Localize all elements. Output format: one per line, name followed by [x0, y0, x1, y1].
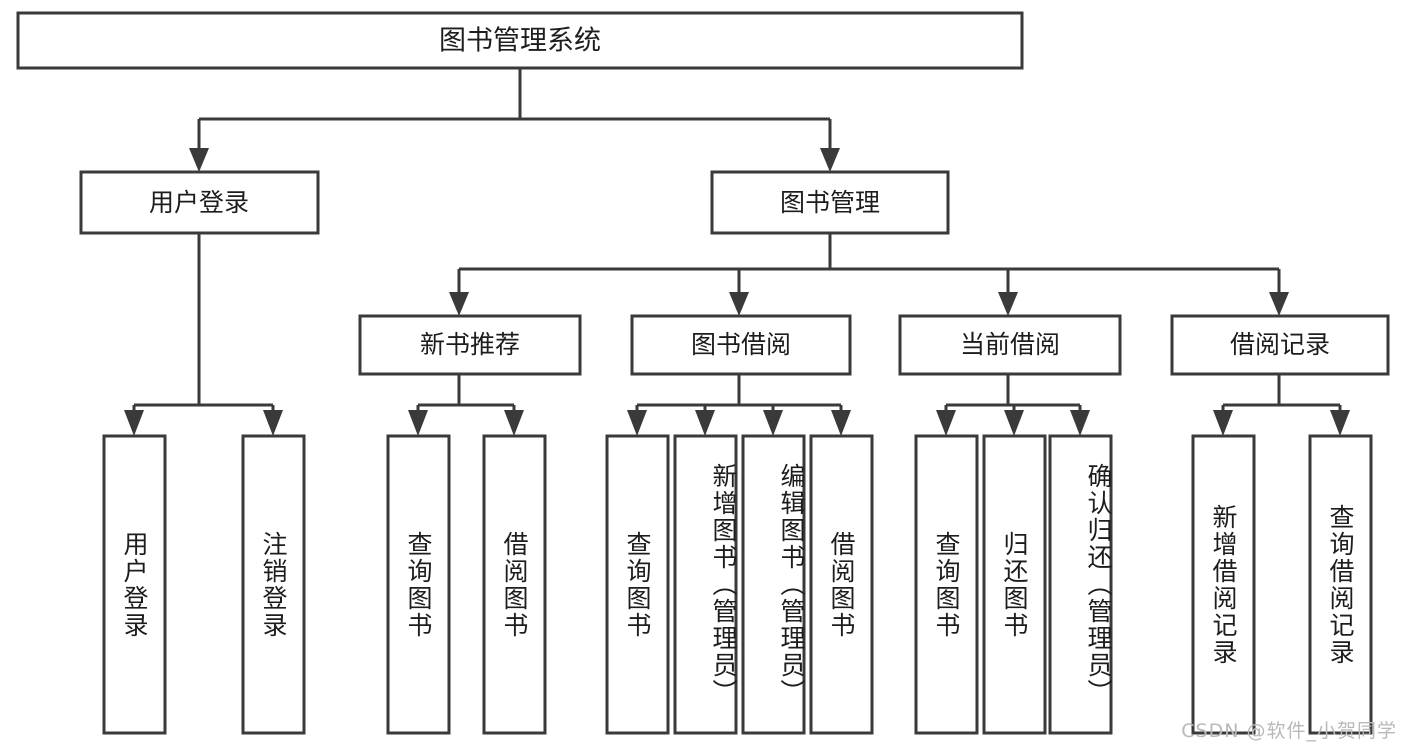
csdn-watermark: CSDN @软件_小贺同学 [1181, 720, 1397, 742]
node-title-box-label: 图书管理系统 [439, 26, 601, 57]
arrow-head-leaf-add-borrow-record [1213, 410, 1233, 436]
arrow-head-leaf-query-book-2 [627, 410, 647, 436]
arrow-head-book-management [820, 148, 840, 172]
node-book-borrow[interactable]: 图书借阅 [630, 314, 852, 376]
node-borrow-record-label: 借阅记录 [1230, 330, 1330, 359]
leaf-box-add-borrow-record[interactable] [1191, 434, 1256, 735]
arrow-head-leaf-return-book [1004, 410, 1024, 436]
node-borrow-record-rect[interactable] [1170, 314, 1390, 376]
arrow-head-borrow-record [1269, 292, 1289, 316]
leaf-box-confirm-return-admin[interactable] [1048, 434, 1113, 735]
node-current-borrow-rect[interactable] [898, 314, 1122, 376]
leaf-box-query-book-1[interactable] [386, 434, 451, 735]
node-new-book-recommend[interactable]: 新书推荐 [358, 314, 582, 376]
node-title-box[interactable]: 图书管理系统 [16, 11, 1024, 70]
leaf-box-return-book[interactable] [982, 434, 1047, 735]
arrow-head-user-login [189, 148, 209, 172]
arrow-head-leaf-confirm-return-admin [1070, 410, 1090, 436]
arrow-head-leaf-borrow-book-2 [831, 410, 851, 436]
node-borrow-record[interactable]: 借阅记录 [1170, 314, 1390, 376]
leaf-box-logout-login[interactable] [241, 434, 306, 735]
arrow-head-book-borrow [729, 292, 749, 316]
leaf-box-query-book-2[interactable] [605, 434, 670, 735]
leaf-box-borrow-book-2[interactable] [809, 434, 874, 735]
edge-group-borrow-record [1213, 374, 1350, 436]
node-user-login-rect[interactable] [79, 170, 320, 235]
node-book-management-label: 图书管理 [780, 188, 880, 217]
arrow-head-current-borrow [998, 292, 1018, 316]
edge-group-current-borrow [936, 374, 1090, 436]
edge-group-book-borrow [627, 374, 851, 436]
edge-group-new-book-recommend [408, 374, 524, 436]
arrow-head-leaf-query-book-1 [408, 410, 428, 436]
leaf-box-query-book-3[interactable] [914, 434, 979, 735]
arrow-head-leaf-logout-login [263, 410, 283, 436]
arrow-head-leaf-query-borrow-record [1330, 410, 1350, 436]
leaf-box-add-book-admin[interactable] [673, 434, 738, 735]
node-current-borrow[interactable]: 当前借阅 [898, 314, 1122, 376]
leaf-box-edit-book-admin[interactable] [741, 434, 806, 735]
leaf-box-borrow-book-1[interactable] [482, 434, 547, 735]
arrow-head-leaf-borrow-book-1 [504, 410, 524, 436]
node-user-login[interactable]: 用户登录 [79, 170, 320, 235]
arrow-head-leaf-add-book-admin [695, 410, 715, 436]
edge-group-book-management [449, 233, 1289, 316]
arrow-head-leaf-query-book-3 [936, 410, 956, 436]
edge-group-root [189, 68, 840, 172]
node-title-box-rect[interactable] [16, 11, 1024, 70]
leaf-box-query-borrow-record[interactable] [1308, 434, 1373, 735]
arrow-head-new-book-recommend [449, 292, 469, 316]
node-book-borrow-label: 图书借阅 [691, 330, 791, 359]
node-book-management[interactable]: 图书管理 [710, 170, 950, 235]
edge-group-user-login [124, 233, 283, 436]
arrow-head-leaf-edit-book-admin [763, 410, 783, 436]
node-user-login-label: 用户登录 [149, 188, 249, 217]
node-current-borrow-label: 当前借阅 [960, 330, 1060, 359]
node-book-management-rect[interactable] [710, 170, 950, 235]
leaf-box-user-login[interactable] [102, 434, 167, 735]
node-new-book-recommend-label: 新书推荐 [420, 330, 520, 359]
node-book-borrow-rect[interactable] [630, 314, 852, 376]
node-new-book-recommend-rect[interactable] [358, 314, 582, 376]
arrow-head-leaf-user-login [124, 410, 144, 436]
